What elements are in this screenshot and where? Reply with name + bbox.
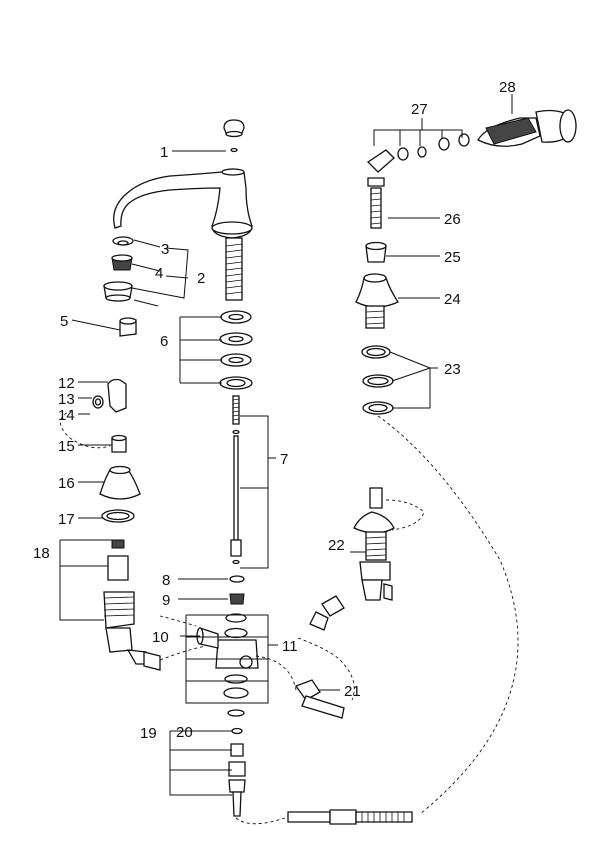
nut <box>229 593 245 605</box>
spout-washers <box>219 310 253 390</box>
label-part-9: 9 <box>162 592 170 609</box>
diverter-valve <box>196 613 259 717</box>
label-part-3: 3 <box>161 241 169 258</box>
label-part-22: 22 <box>328 537 345 554</box>
hose-guide <box>365 241 387 263</box>
label-part-24: 24 <box>444 291 461 308</box>
cartridge <box>107 555 129 581</box>
label-part-1: 1 <box>160 144 168 161</box>
label-part-5: 5 <box>60 313 68 330</box>
label-part-21: 21 <box>344 683 361 700</box>
label-part-8: 8 <box>162 572 170 589</box>
label-part-16: 16 <box>58 475 75 492</box>
label-part-26: 26 <box>444 211 461 228</box>
label-part-14: 14 <box>58 407 75 424</box>
lift-rod <box>230 395 242 565</box>
label-part-17: 17 <box>58 511 75 528</box>
supply-hose-right <box>294 595 345 719</box>
dashed-flow-lines <box>60 409 519 825</box>
label-part-11: 11 <box>282 638 298 655</box>
label-part-18: 18 <box>33 545 50 562</box>
part-number-labels: 1 3 4 2 5 6 7 8 9 10 11 12 13 14 15 16 1… <box>33 79 516 742</box>
label-part-2: 2 <box>197 270 205 287</box>
label-part-23: 23 <box>444 361 461 378</box>
label-part-20: 20 <box>176 724 193 741</box>
spout-assembly <box>113 119 253 301</box>
small-washer <box>229 575 245 583</box>
label-part-15: 15 <box>58 438 75 455</box>
shower-hose <box>287 809 413 825</box>
label-part-10: 10 <box>152 629 169 646</box>
leader-lines <box>59 94 513 796</box>
hand-shower <box>477 109 577 147</box>
left-handle-assembly <box>92 378 161 671</box>
lever-handle <box>107 378 127 413</box>
label-part-28: 28 <box>499 79 516 96</box>
label-part-25: 25 <box>444 249 461 266</box>
spout-body <box>113 168 253 301</box>
label-part-13: 13 <box>58 391 75 408</box>
hose-escutcheon <box>355 273 399 329</box>
label-part-12: 12 <box>58 375 75 392</box>
label-part-6: 6 <box>160 333 168 350</box>
lower-fitting-stack <box>228 727 246 817</box>
aerator-parts <box>103 236 137 337</box>
label-part-7: 7 <box>280 451 288 468</box>
lift-rod-knob <box>223 119 245 153</box>
hose-nipple <box>367 177 385 229</box>
label-part-19: 19 <box>140 725 157 742</box>
label-part-27: 27 <box>411 101 428 118</box>
label-part-4: 4 <box>155 265 163 282</box>
hose-connectors <box>366 133 470 173</box>
right-handle-assembly <box>353 487 395 601</box>
hose-washers <box>361 345 394 415</box>
